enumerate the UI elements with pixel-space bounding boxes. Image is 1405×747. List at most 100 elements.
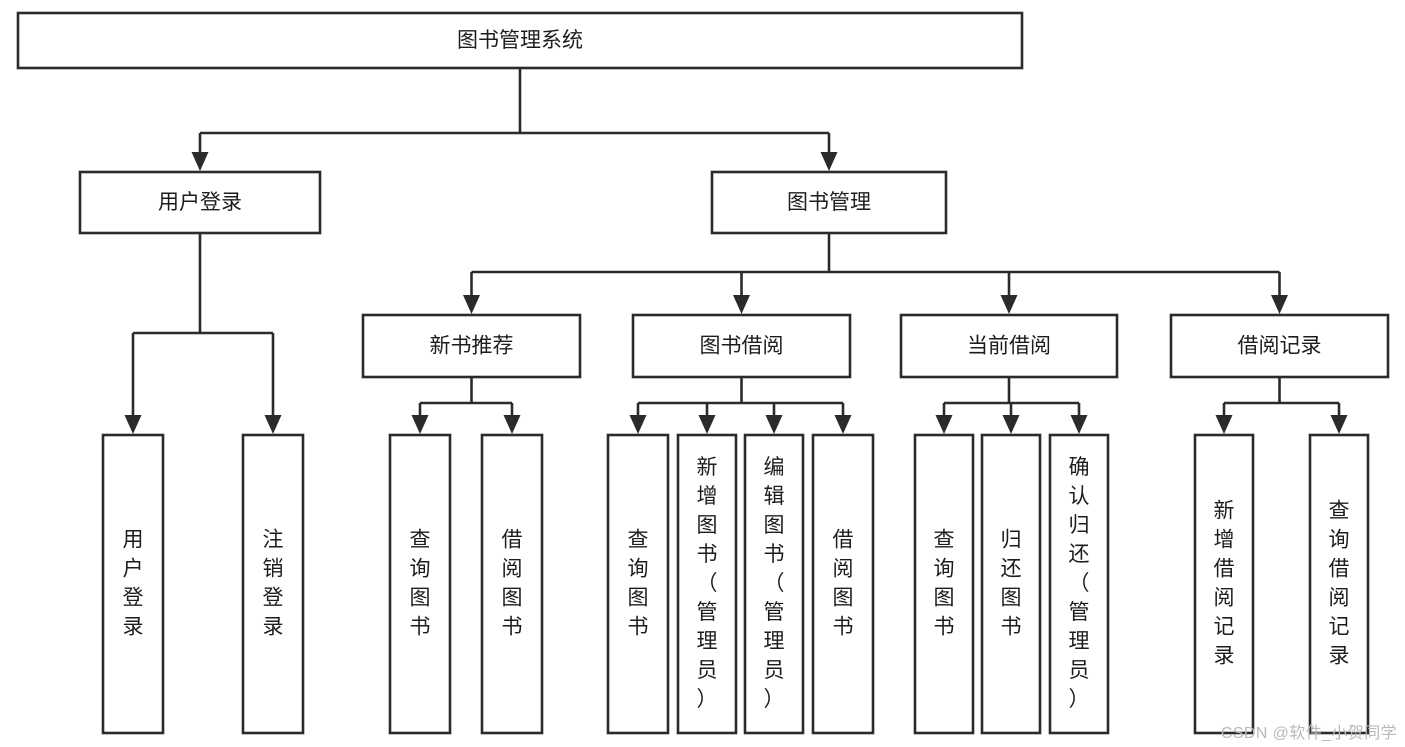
svg-text:书: 书	[502, 616, 523, 639]
svg-text:书: 书	[934, 616, 955, 639]
node-label-new-book-recommend: 新书推荐	[430, 335, 514, 358]
node-box-leaf-query-book-3[interactable]	[913, 433, 975, 735]
node-label-leaf-user-login: 用户登录	[123, 529, 144, 639]
arrow-head-leaf-10	[1070, 415, 1088, 434]
node-box-leaf-borrow-book-1[interactable]	[480, 433, 544, 735]
node-box-leaf-query-record[interactable]	[1308, 433, 1370, 735]
svg-text:还: 还	[1001, 558, 1022, 581]
svg-text:借: 借	[1329, 558, 1350, 581]
node-box-leaf-add-book[interactable]	[676, 433, 738, 735]
svg-text:查: 查	[1329, 500, 1350, 523]
svg-text:）: ）	[764, 688, 785, 711]
node-box-leaf-edit-book[interactable]	[743, 433, 805, 735]
svg-text:阅: 阅	[1329, 587, 1350, 610]
node-box-leaf-add-record[interactable]	[1193, 433, 1255, 735]
svg-text:图: 图	[934, 587, 955, 610]
arrow-head-leaf-9	[1002, 415, 1020, 434]
svg-text:录: 录	[123, 616, 144, 639]
node-label-user-login: 用户登录	[158, 191, 242, 214]
arrow-head-leaf-2	[411, 415, 429, 434]
node-box-book-borrow[interactable]	[631, 313, 852, 379]
node-box-leaf-query-book-1[interactable]	[388, 433, 452, 735]
svg-text:户: 户	[123, 558, 144, 581]
svg-text:确: 确	[1069, 456, 1090, 479]
node-box-current-borrow[interactable]	[899, 313, 1119, 379]
svg-text:管: 管	[1069, 601, 1090, 624]
node-label-book-borrow: 图书借阅	[700, 335, 784, 358]
svg-text:理: 理	[1069, 630, 1090, 653]
arrow-head-leaf-5	[698, 415, 716, 434]
labels-layer: 图书管理系统用户登录图书管理新书推荐图书借阅当前借阅借阅记录用户登录注销登录查询…	[123, 29, 1350, 711]
edges-layer	[124, 68, 1348, 434]
svg-text:阅: 阅	[1214, 587, 1235, 610]
boxes-layer	[16, 11, 1390, 735]
arrow-head-leaf-4	[629, 415, 647, 434]
arrow-head-leaf-1	[264, 415, 282, 434]
arrow-head-l2-3	[1271, 295, 1288, 314]
node-box-book-manage[interactable]	[710, 170, 948, 235]
node-label-book-manage: 图书管理	[787, 191, 871, 214]
arrow-head-leaf-6	[765, 415, 783, 434]
node-label-root: 图书管理系统	[457, 29, 583, 52]
svg-text:管: 管	[764, 601, 785, 624]
svg-text:书: 书	[833, 616, 854, 639]
arrow-head-leaf-0	[124, 415, 142, 434]
node-box-user-login[interactable]	[78, 170, 322, 235]
arrow-head-l2-2	[1000, 295, 1018, 314]
svg-text:员: 员	[764, 659, 785, 682]
svg-text:注: 注	[263, 529, 284, 552]
node-box-leaf-borrow-book-2[interactable]	[811, 433, 875, 735]
svg-text:录: 录	[1329, 645, 1350, 668]
node-box-leaf-user-login[interactable]	[101, 433, 165, 735]
svg-text:）: ）	[697, 688, 718, 711]
node-box-leaf-return-book[interactable]	[980, 433, 1042, 735]
svg-text:增: 增	[1214, 529, 1235, 552]
svg-text:书: 书	[697, 543, 718, 566]
arrow-head-l2-0	[463, 295, 480, 314]
node-label-borrow-record: 借阅记录	[1238, 335, 1322, 358]
node-box-root[interactable]	[16, 11, 1024, 70]
node-box-borrow-record[interactable]	[1169, 313, 1390, 379]
svg-text:员: 员	[697, 659, 718, 682]
svg-text:用: 用	[123, 529, 144, 552]
svg-text:新: 新	[1214, 500, 1235, 523]
svg-text:录: 录	[263, 616, 284, 639]
node-box-leaf-confirm-return[interactable]	[1048, 433, 1110, 735]
svg-text:书: 书	[410, 616, 431, 639]
svg-text:辑: 辑	[764, 485, 785, 508]
svg-text:阅: 阅	[502, 558, 523, 581]
svg-text:借: 借	[833, 529, 854, 552]
arrow-head-leaf-8	[935, 415, 953, 434]
svg-text:登: 登	[123, 587, 144, 610]
svg-text:认: 认	[1069, 485, 1090, 508]
arrow-head-leaf-7	[834, 415, 852, 434]
svg-text:）: ）	[1069, 688, 1090, 711]
svg-text:图: 图	[502, 587, 523, 610]
svg-text:询: 询	[1329, 529, 1350, 552]
svg-text:（: （	[764, 572, 785, 595]
svg-text:管: 管	[697, 601, 718, 624]
svg-text:查: 查	[628, 529, 649, 552]
arrow-head-leaf-11	[1215, 415, 1233, 434]
svg-text:增: 增	[697, 485, 718, 508]
svg-text:（: （	[1069, 572, 1090, 595]
node-box-leaf-user-logout[interactable]	[241, 433, 305, 735]
svg-text:书: 书	[1001, 616, 1022, 639]
node-box-new-book-recommend[interactable]	[361, 313, 582, 379]
svg-text:归: 归	[1001, 529, 1022, 552]
arrow-head-leaf-12	[1330, 415, 1348, 434]
node-box-leaf-query-book-2[interactable]	[606, 433, 670, 735]
svg-text:登: 登	[263, 587, 284, 610]
arrow-head-l2-1	[733, 295, 750, 314]
svg-text:查: 查	[410, 529, 431, 552]
